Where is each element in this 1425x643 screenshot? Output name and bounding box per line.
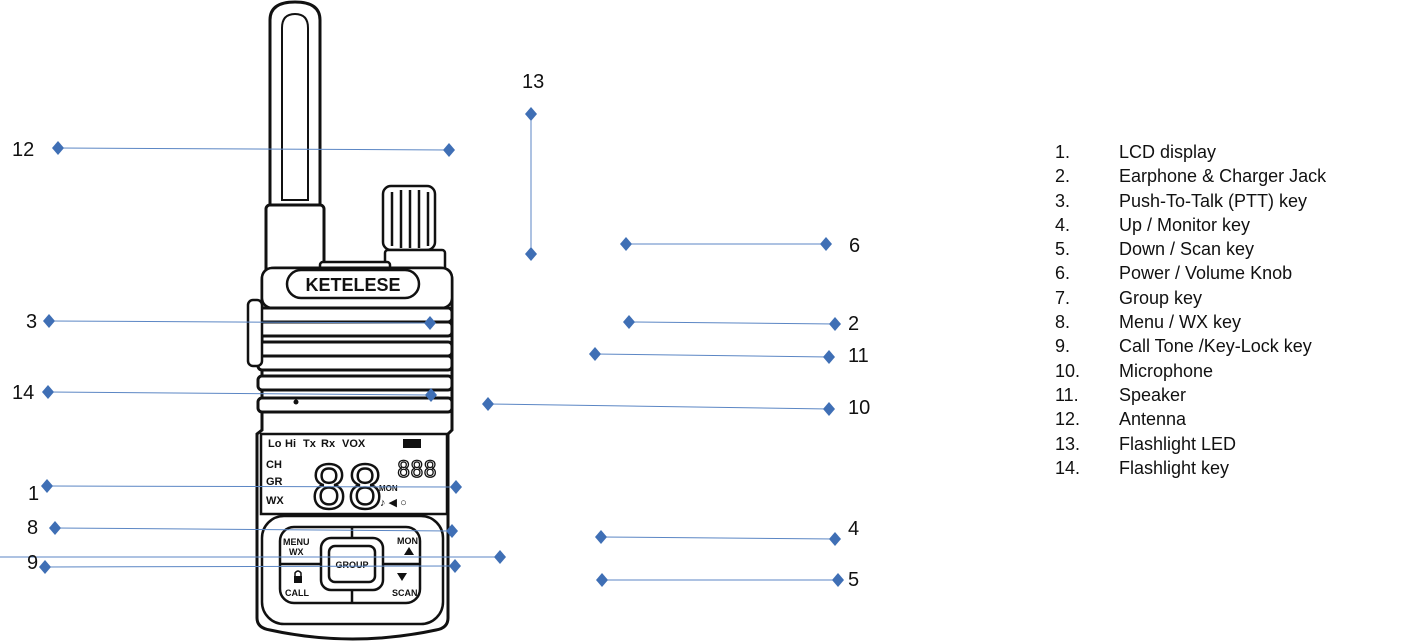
lcd-mon-label: MON [379, 484, 398, 493]
brand-logo: KETELESE [305, 275, 400, 295]
keypad [260, 514, 445, 626]
legend-number: 12. [1055, 409, 1081, 430]
lock-icon [294, 576, 302, 583]
callout-13: 13 [522, 71, 545, 93]
legend-label: LCD display [1119, 142, 1217, 162]
wx-key-label: WX [289, 547, 304, 557]
legend-label: Earphone & Charger Jack [1119, 166, 1327, 187]
lcd-small-digits: 888 [397, 458, 437, 483]
legend-number: 6. [1055, 263, 1071, 284]
legend-number: 5. [1055, 239, 1071, 260]
legend-number: 9. [1055, 336, 1071, 357]
legend-label: Up / Monitor key [1119, 214, 1251, 235]
legend-number: 10. [1055, 360, 1081, 381]
legend-number: 4. [1055, 214, 1071, 235]
legend-label: Flashlight key [1119, 457, 1230, 478]
menu-key-label: MENU [283, 537, 310, 547]
legend-number: 7. [1055, 287, 1071, 308]
legend-number: 13. [1055, 433, 1081, 454]
lcd-label-gr: GR [266, 476, 283, 488]
legend-number: 2. [1055, 166, 1071, 187]
callout-12: 12 [12, 139, 35, 161]
volume-knob [381, 184, 447, 274]
legend-number: 14. [1055, 457, 1081, 478]
legend-label: Menu / WX key [1119, 312, 1242, 333]
antenna [264, 0, 326, 282]
legend-label: Push-To-Talk (PTT) key [1119, 190, 1308, 211]
legend-number: 8. [1055, 312, 1071, 333]
lcd-label-hi: Hi [285, 438, 296, 450]
callout-5: 5 [848, 569, 860, 591]
lcd-status-icons: ♪ ◀ ○ [380, 497, 407, 509]
leader-lines [0, 114, 838, 581]
legend-number: 1. [1055, 142, 1071, 162]
svg-text:Lo Hi Tx: Lo Hi Tx Rx VOX [268, 438, 366, 450]
legend-number: 11. [1055, 384, 1079, 405]
battery-icon [403, 439, 421, 448]
callout-markers [39, 107, 844, 587]
lcd-label-tx: Tx [303, 438, 317, 450]
down-arrow-icon [397, 573, 407, 581]
lcd-display: Lo Hi Tx Rx VOX CH GR WX 88 888 MON ♪ ◀ … [259, 432, 449, 524]
legend-label: Power / Volume Knob [1119, 263, 1293, 284]
lcd-label-lo: Lo [268, 438, 282, 450]
callout-2: 2 [848, 313, 860, 335]
lcd-label-vox: VOX [342, 438, 366, 450]
call-key-label: CALL [285, 588, 309, 598]
callout-4: 4 [848, 518, 860, 540]
callout-8: 8 [27, 517, 39, 539]
lcd-label-ch: CH [266, 459, 282, 471]
legend-label: Antenna [1119, 409, 1187, 430]
mon-key-label: MON [397, 536, 418, 546]
callout-10: 10 [848, 397, 871, 419]
up-arrow-icon [404, 547, 414, 555]
legend-number: 3. [1055, 190, 1071, 211]
group-key-label: GROUP [335, 560, 368, 570]
callout-9: 9 [27, 552, 39, 574]
callout-6: 6 [849, 235, 861, 257]
legend-label: Speaker [1119, 384, 1187, 405]
callout-3: 3 [26, 311, 38, 333]
lcd-label-wx: WX [266, 495, 284, 507]
scan-key-label: SCAN [392, 588, 418, 598]
legend-label: Down / Scan key [1119, 239, 1255, 260]
legend-label: Flashlight LED [1119, 433, 1237, 454]
legend-label: Microphone [1119, 360, 1214, 381]
svg-text:CH GR WX: CH GR WX [266, 459, 286, 507]
legend-label: Group key [1119, 287, 1203, 308]
legend-label: Call Tone /Key-Lock key [1119, 336, 1312, 357]
callout-14: 14 [12, 382, 35, 404]
callout-1: 1 [28, 483, 40, 505]
lcd-label-rx: Rx [321, 438, 336, 450]
callout-11: 11 [848, 345, 869, 367]
lcd-big-digits: 88 [311, 453, 383, 523]
